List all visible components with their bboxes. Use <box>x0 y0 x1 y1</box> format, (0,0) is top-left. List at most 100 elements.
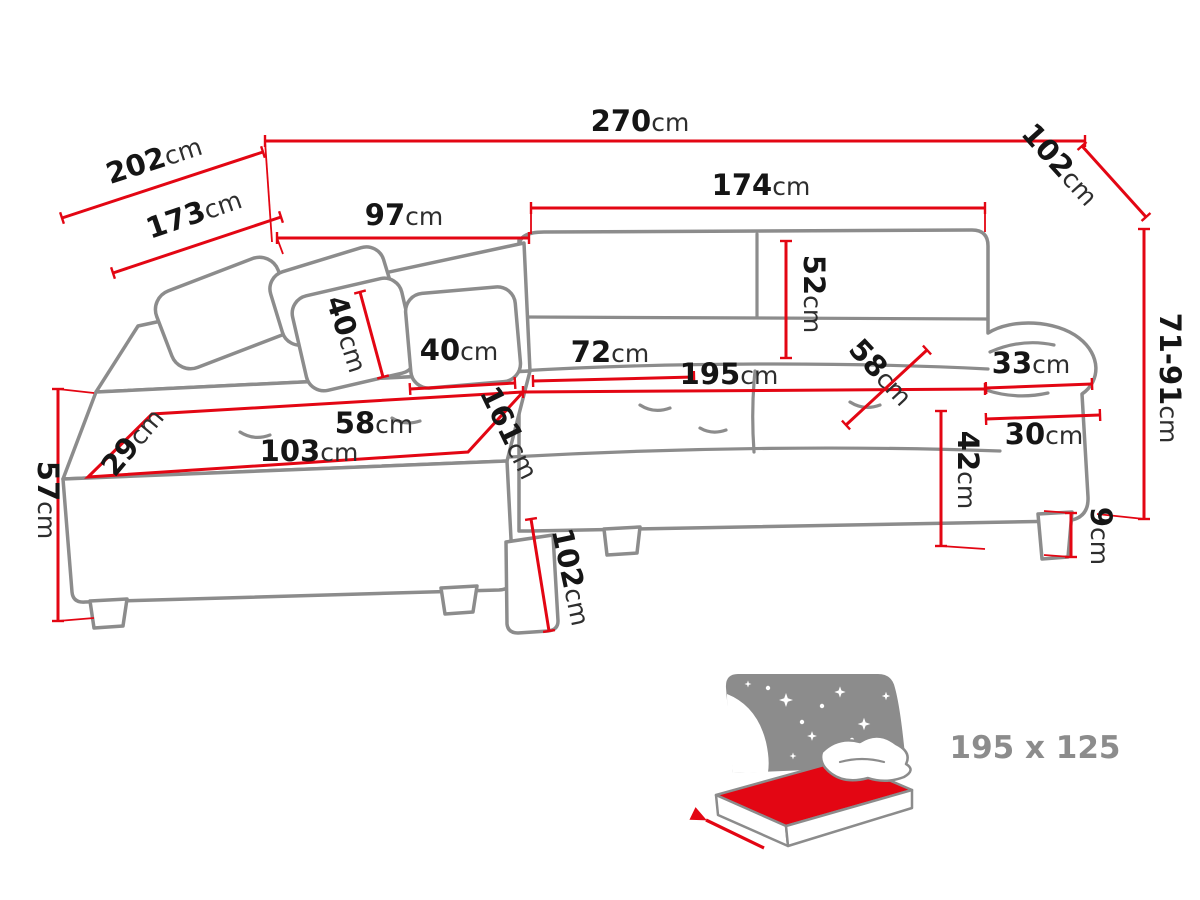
extension-line <box>57 388 95 394</box>
dim-line-102-front <box>524 516 556 634</box>
star-dot <box>799 719 805 725</box>
dim-unit: cm <box>558 585 594 628</box>
tuft-mark <box>390 416 422 425</box>
dim-label-depth-right: 102cm <box>1015 116 1106 212</box>
dim-unit: cm <box>161 132 206 171</box>
sleeper-bed-icon: 195 x 125 <box>689 674 1121 850</box>
dim-unit: cm <box>375 410 413 439</box>
dim-value: 103 <box>260 434 321 468</box>
dim-value: 173 <box>142 194 210 246</box>
dim-unit: cm <box>1154 405 1183 443</box>
extension-line <box>276 237 284 255</box>
star-icon <box>857 717 871 731</box>
dim-unit: cm <box>1085 527 1114 565</box>
sofa-leg-front-left <box>88 597 129 630</box>
sofa-right-body <box>517 228 1098 533</box>
extension-line <box>264 140 273 243</box>
dim-label-back-section-right: 174cm <box>712 168 811 202</box>
dim-value: 9 <box>1084 507 1118 527</box>
dim-value: 195 <box>680 357 741 391</box>
dim-value: 40 <box>420 333 460 367</box>
tuft-mark <box>638 403 672 412</box>
dim-line-40-left <box>353 289 390 380</box>
star-icon <box>779 693 793 707</box>
dim-value: 33 <box>992 346 1032 380</box>
dim-label-chaise-length: 103cm <box>260 434 359 468</box>
dim-label-seat-depth: 72cm <box>571 335 649 369</box>
star-dot <box>765 685 771 691</box>
dim-label-chaise-cushion: 58cm <box>335 406 413 440</box>
dim-value: 71-91 <box>1153 313 1187 406</box>
star-icon <box>807 731 817 741</box>
sofa-leg-right <box>1036 510 1074 561</box>
dim-unit: cm <box>611 339 649 368</box>
dim-value: 174 <box>712 168 773 202</box>
bed-mattress-side-right <box>784 788 914 848</box>
bed-blanket-fold <box>838 757 886 764</box>
dim-label-armrest-top: 33cm <box>992 346 1070 380</box>
dim-value: 58 <box>335 406 375 440</box>
dim-unit: cm <box>405 202 443 231</box>
dim-value: 57 <box>31 461 65 501</box>
dim-label-total-height: 71-91cm <box>1153 313 1187 444</box>
dim-label-leg-height: 9cm <box>1084 507 1118 565</box>
extension-line <box>57 617 95 622</box>
star-dot <box>819 703 825 709</box>
bed-headboard-highlight <box>727 694 769 773</box>
dim-value: 42 <box>951 431 985 471</box>
dim-unit: cm <box>200 185 245 225</box>
dim-unit: cm <box>32 501 61 539</box>
armrest-stitch-curve <box>988 341 1056 354</box>
dim-label-back-section-left: 97cm <box>365 198 443 232</box>
dim-label-sleeping-length: 195cm <box>680 357 779 391</box>
dim-unit: cm <box>740 361 778 390</box>
dim-line-58-right <box>841 344 932 431</box>
dim-unit: cm <box>952 471 981 509</box>
extension-line <box>1043 554 1072 558</box>
dim-line-102-top <box>1076 141 1152 222</box>
bed-size-label: 195 x 125 <box>950 730 1121 766</box>
dim-label-side-height: 57cm <box>31 461 65 539</box>
dim-label-total-width: 270cm <box>591 104 690 138</box>
dim-unit: cm <box>772 172 810 201</box>
dim-label-pillow-right: 40cm <box>420 333 498 367</box>
extension-line <box>1043 510 1072 514</box>
dim-line-30 <box>984 408 1102 426</box>
dim-line-40-right <box>408 376 517 396</box>
dim-value: 97 <box>365 198 405 232</box>
dim-label-seat-height: 42cm <box>951 431 985 509</box>
dim-value: 52 <box>797 255 831 295</box>
dim-line-202 <box>58 145 267 225</box>
sofa-leg-front-mid <box>439 584 479 616</box>
dim-line-72 <box>531 370 696 388</box>
star-icon <box>744 680 752 688</box>
dim-line-33 <box>984 377 1094 395</box>
dim-unit: cm <box>320 438 358 467</box>
dim-unit: cm <box>651 108 689 137</box>
chaise-front-panel <box>61 459 515 604</box>
extension-line <box>940 545 986 550</box>
star-icon <box>789 752 797 760</box>
dim-label-depth-left: 202cm <box>102 128 206 191</box>
dim-unit: cm <box>798 295 827 333</box>
dim-outline-sleeping-area <box>84 390 527 479</box>
dim-label-back-left: 173cm <box>142 181 246 245</box>
dim-unit: cm <box>1032 350 1070 379</box>
tuft-mark <box>238 430 272 439</box>
dim-value: 30 <box>1005 417 1045 451</box>
dim-value: 270 <box>591 104 652 138</box>
dimension-labels: 270cm 202cm 102cm 173cm 97cm 174cm 52cm … <box>31 104 1187 628</box>
dim-line-173 <box>109 210 285 280</box>
pullout-direction-arrow <box>689 807 765 850</box>
tuft-mark <box>698 426 728 434</box>
extension-line <box>1096 513 1145 520</box>
dim-unit: cm <box>1045 421 1083 450</box>
star-icon <box>881 691 891 701</box>
dim-label-backrest-height: 52cm <box>797 255 831 333</box>
dim-label-armrest-inner: 30cm <box>1005 417 1083 451</box>
star-icon <box>834 686 846 698</box>
dim-value: 72 <box>571 335 611 369</box>
sofa-leg-right-mid <box>602 525 642 557</box>
